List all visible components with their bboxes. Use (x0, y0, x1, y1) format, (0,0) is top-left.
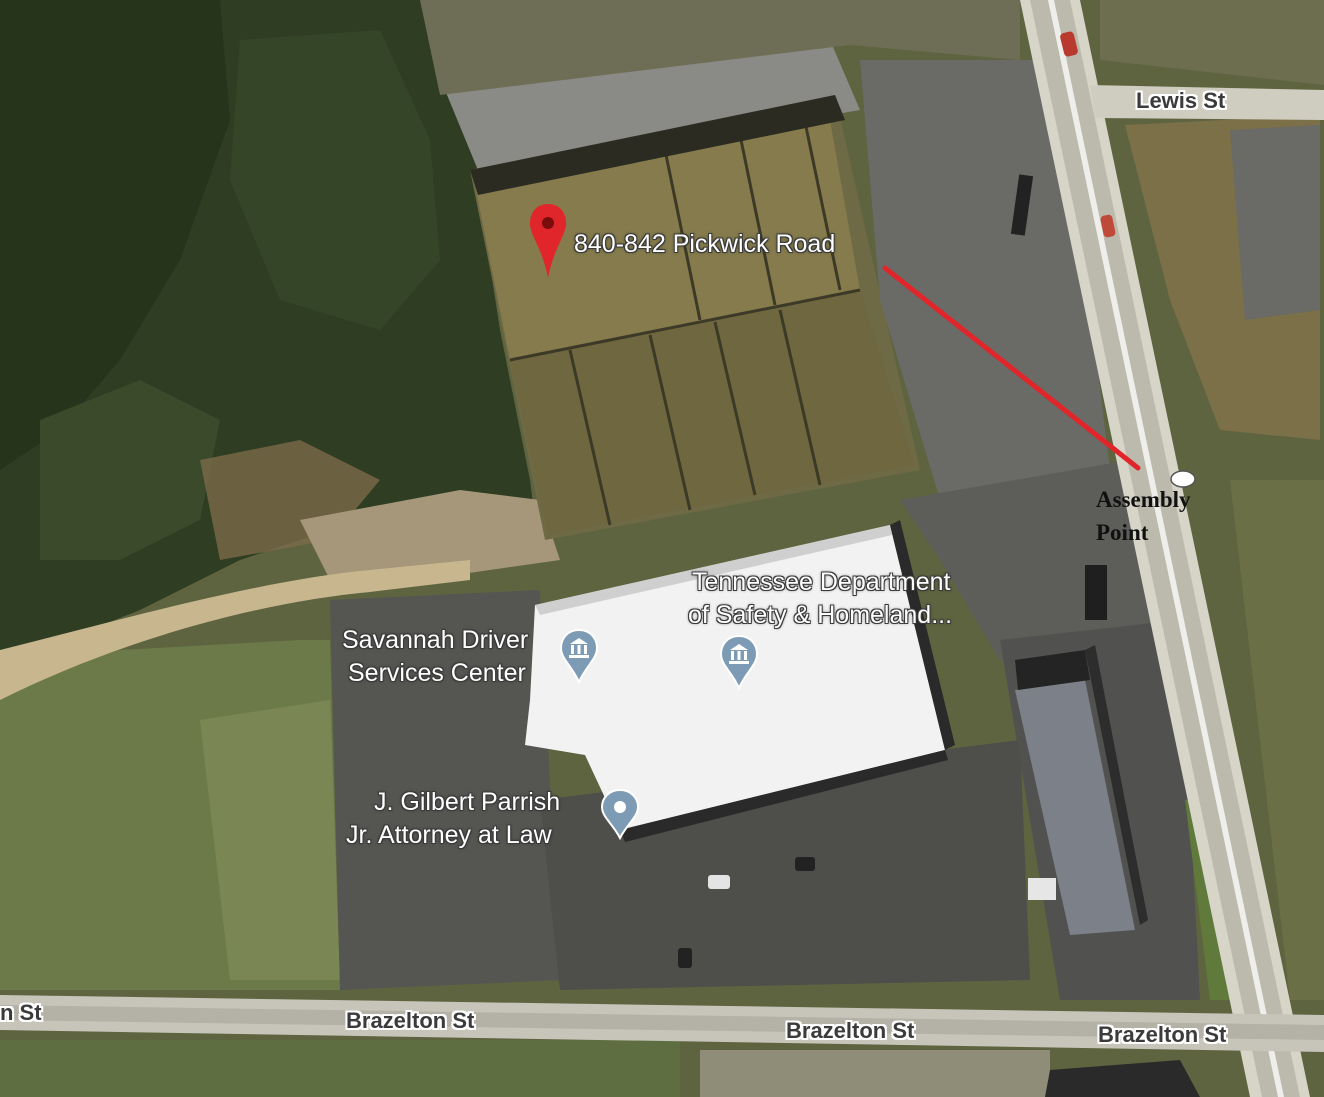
government-building-icon[interactable] (718, 634, 760, 691)
street-edge-left: n St (0, 1000, 42, 1025)
savannah-line1: Savannah Driver (342, 626, 529, 654)
assembly-point-label: Assembly Point (1096, 483, 1191, 549)
street-lewis: Lewis St (1136, 88, 1226, 113)
street-brazelton-mid: Brazelton St (786, 1018, 915, 1043)
attorney-line2: Jr. Attorney at Law (346, 821, 552, 849)
savannah-line2: Services Center (348, 659, 526, 687)
attorney-line1: J. Gilbert Parrish (374, 788, 561, 816)
government-building-icon-savannah[interactable] (558, 628, 600, 685)
assembly-point-line1: Assembly (1096, 487, 1191, 512)
tn-dept-label[interactable]: Tennessee Department of Safety & Homelan… (688, 566, 952, 632)
street-brazelton-left: Brazelton St (346, 1008, 475, 1033)
assembly-point-line2: Point (1096, 520, 1149, 545)
address-label: 840-842 Pickwick Road (574, 230, 836, 258)
route-shield-icon (1170, 470, 1196, 488)
street-brazelton-right: Brazelton St (1098, 1022, 1227, 1047)
red-pin-icon[interactable] (528, 202, 568, 282)
tn-dept-line1: Tennessee Department (692, 568, 951, 596)
tn-dept-line2: of Safety & Homeland... (688, 601, 953, 629)
savannah-label[interactable]: Savannah Driver Services Center (342, 624, 528, 690)
attorney-label[interactable]: J. Gilbert Parrish Jr. Attorney at Law (346, 786, 560, 852)
place-dot-icon[interactable] (599, 788, 641, 841)
